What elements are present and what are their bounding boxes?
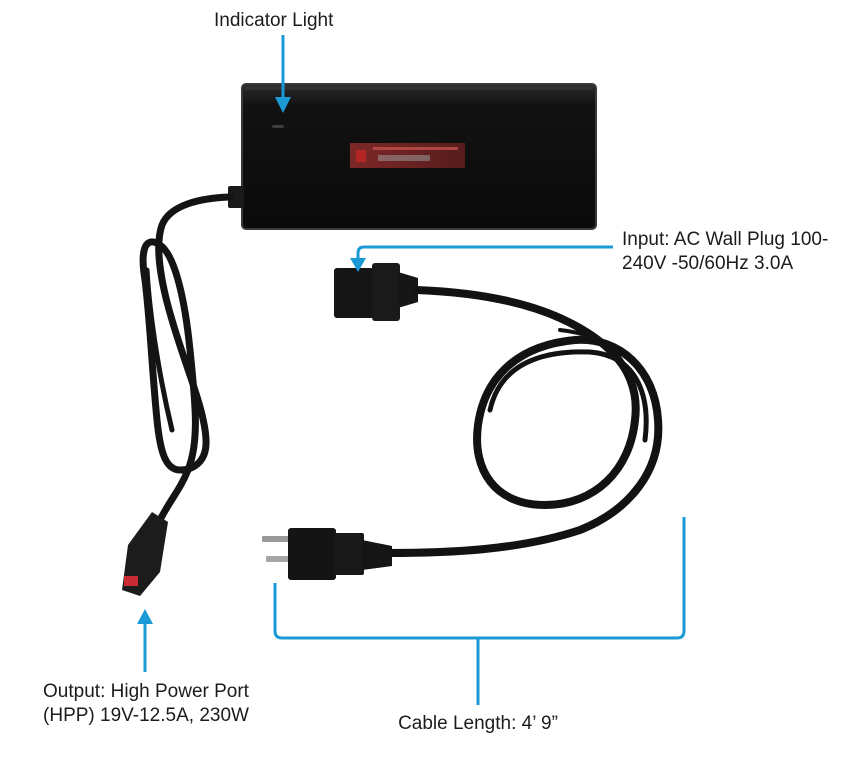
output-label-line2: (HPP) 19V-12.5A, 230W: [43, 705, 249, 726]
cable-length-text: Cable Length: 4’ 9”: [398, 713, 558, 734]
power-brick: [228, 83, 597, 230]
input-arrow-line: [356, 245, 613, 262]
dc-output-cable: [139, 193, 234, 524]
output-label-line1: Output: High Power Port: [43, 681, 249, 702]
indicator-light-label: Indicator Light: [214, 9, 333, 33]
indicator-light-text: Indicator Light: [214, 10, 334, 31]
indicator-light: [272, 125, 284, 128]
input-label-line1: Input: AC Wall Plug 100-: [622, 229, 829, 250]
wall-plug: [262, 528, 392, 580]
indicator-arrowhead: [275, 97, 291, 113]
input-arrowhead: [350, 258, 366, 272]
ac-power-cord: [262, 263, 663, 580]
cable-length-label: Cable Length: 4’ 9”: [368, 712, 588, 736]
input-label-line2: 240V -50/60Hz 3.0A: [622, 253, 794, 274]
output-label: Output: High Power Port (HPP) 19V-12.5A,…: [12, 680, 280, 728]
arrowheads: [137, 97, 366, 624]
hpp-connector: [122, 512, 168, 596]
callout-lines: [143, 35, 686, 705]
output-arrowhead: [137, 609, 153, 624]
brand-label: [350, 143, 465, 168]
input-label: Input: AC Wall Plug 100- 240V -50/60Hz 3…: [622, 228, 828, 276]
